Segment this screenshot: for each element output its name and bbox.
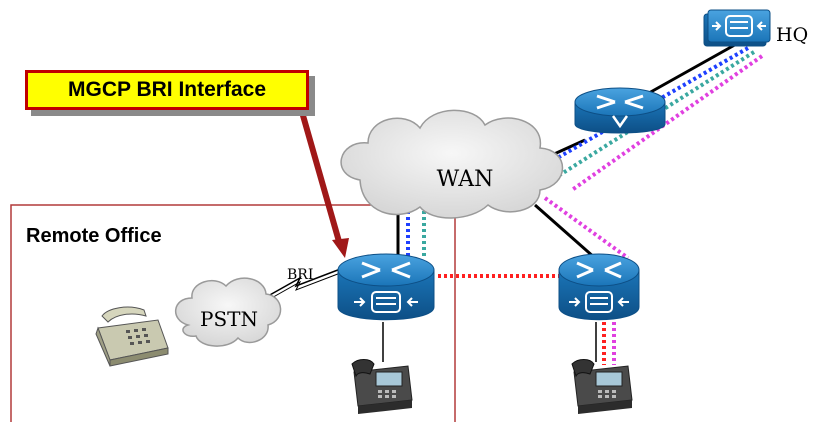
callout-arrow bbox=[299, 111, 349, 258]
ip-phone-remote-icon bbox=[351, 359, 413, 414]
callout-label: MGCP BRI Interface bbox=[68, 78, 266, 101]
mgcp-bri-callout: MGCP BRI Interface bbox=[25, 70, 309, 110]
bri-label: BRI bbox=[287, 267, 313, 283]
pstn-cloud: PSTN bbox=[175, 277, 282, 347]
link-wan-to-branch-router bbox=[534, 203, 596, 260]
remote-office-boundary bbox=[10, 204, 456, 422]
hq-path-magenta bbox=[570, 54, 764, 192]
hq-server-icon bbox=[703, 9, 771, 47]
bri-link-2 bbox=[267, 271, 344, 301]
remote-office-router bbox=[337, 253, 435, 321]
link-hq-to-wan-router bbox=[639, 40, 741, 100]
branch-router bbox=[558, 253, 640, 321]
wan-label: WAN bbox=[437, 167, 494, 192]
thin-links bbox=[382, 322, 597, 362]
analog-phone-icon bbox=[95, 306, 169, 367]
hq-label: HQ bbox=[776, 24, 809, 46]
ip-phone-branch-icon bbox=[571, 359, 633, 414]
pstn-label: PSTN bbox=[200, 307, 258, 331]
branch-path-magenta bbox=[543, 196, 630, 260]
remote-office-label: Remote Office bbox=[26, 225, 162, 247]
bri-link bbox=[267, 267, 344, 297]
hq-router bbox=[574, 87, 666, 134]
wan-cloud: WAN bbox=[340, 109, 564, 219]
